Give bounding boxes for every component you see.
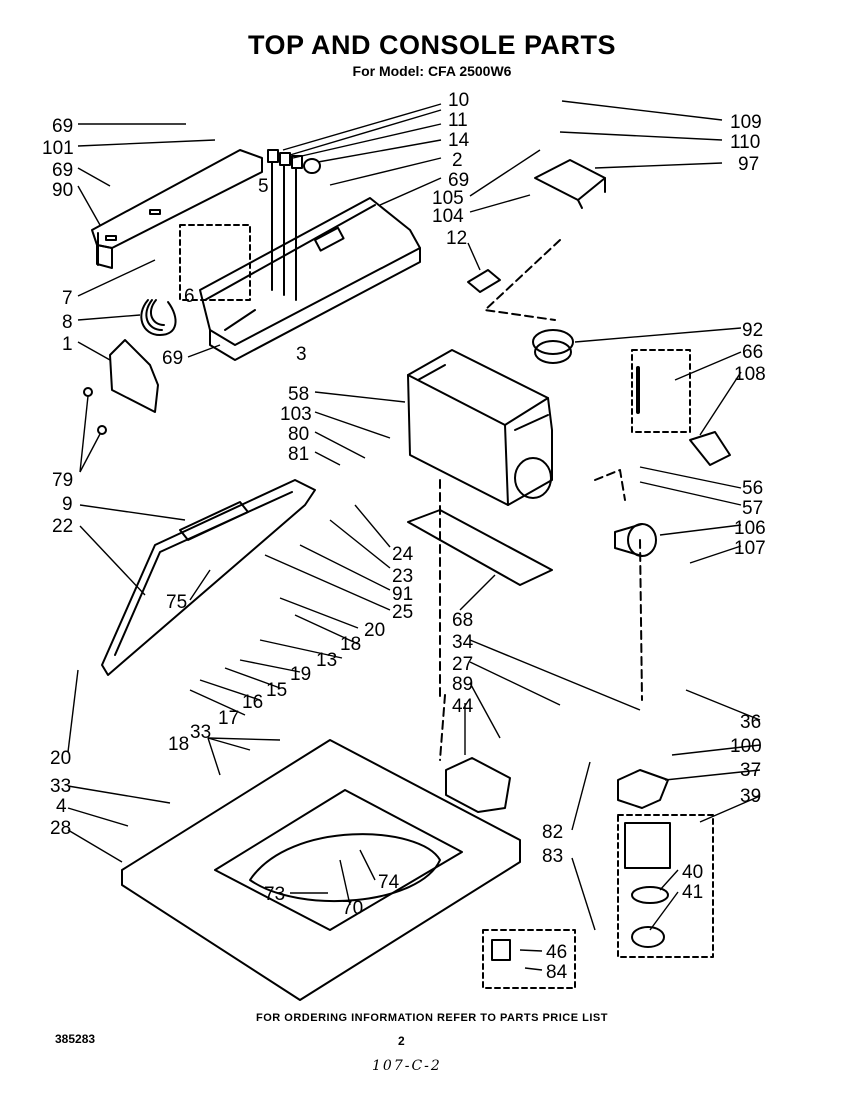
callout-28: 28	[50, 818, 71, 839]
callout-84: 84	[546, 962, 568, 983]
callout-3: 3	[296, 344, 307, 365]
callout-2: 2	[452, 150, 463, 171]
callout-23: 23	[392, 566, 413, 587]
callout-19: 19	[290, 664, 311, 685]
callout-7: 7	[62, 288, 73, 309]
callout-15: 15	[266, 680, 287, 701]
model-subtitle: For Model: CFA 2500W6	[352, 63, 512, 79]
callout-70: 70	[342, 898, 363, 919]
callout-33: 33	[190, 722, 211, 743]
callout-90: 90	[52, 180, 73, 201]
callout-69: 69	[52, 116, 73, 137]
switch-cluster	[267, 149, 321, 301]
callout-80: 80	[288, 424, 309, 445]
callout-108: 108	[734, 364, 766, 385]
callout-10: 10	[448, 90, 469, 111]
callout-73: 73	[264, 884, 285, 905]
ordering-info-note: FOR ORDERING INFORMATION REFER TO PARTS …	[256, 1012, 608, 1024]
callout-69: 69	[52, 160, 73, 181]
callout-97: 97	[738, 154, 759, 175]
callout-22: 22	[52, 516, 73, 537]
callout-69: 69	[448, 170, 469, 191]
callout-18: 18	[168, 734, 189, 755]
callout-66: 66	[742, 342, 763, 363]
callout-16: 16	[242, 692, 263, 713]
callout-46: 46	[546, 942, 567, 963]
callout-110: 110	[730, 132, 760, 153]
page-number: 2	[398, 1034, 405, 1048]
callout-44: 44	[452, 696, 474, 717]
callout-9: 9	[62, 494, 73, 515]
callout-69: 69	[162, 348, 183, 369]
callout-labels: 10 11 14 2 69 69 101 69 90 5 7 6 8 1 69 …	[42, 90, 766, 983]
callout-105: 105	[432, 188, 464, 209]
callout-41: 41	[682, 882, 703, 903]
callout-14: 14	[448, 130, 470, 151]
callout-39: 39	[740, 786, 761, 807]
callout-109: 109	[730, 112, 762, 133]
document-number: 385283	[55, 1032, 96, 1046]
callout-92: 92	[742, 320, 763, 341]
callout-82: 82	[542, 822, 563, 843]
end-cap	[109, 339, 159, 413]
console-box	[407, 349, 553, 506]
page-title: TOP AND CONSOLE PARTS	[247, 30, 617, 60]
callout-91: 91	[392, 584, 413, 605]
callout-101: 101	[42, 138, 74, 159]
timer-bracket	[179, 224, 251, 301]
callout-89: 89	[452, 674, 473, 695]
callout-58: 58	[288, 384, 309, 405]
callout-81: 81	[288, 444, 309, 465]
callout-33: 33	[50, 776, 71, 797]
callout-68: 68	[452, 610, 473, 631]
callout-20: 20	[364, 620, 385, 641]
callout-18: 18	[340, 634, 361, 655]
callout-11: 11	[448, 110, 468, 131]
callout-20: 20	[50, 748, 71, 769]
callout-56: 56	[742, 478, 763, 499]
wire-harness	[140, 299, 177, 336]
console-body	[199, 197, 421, 361]
callout-8: 8	[62, 312, 73, 333]
callout-106: 106	[734, 518, 766, 539]
callout-57: 57	[742, 498, 763, 519]
callout-13: 13	[316, 650, 337, 671]
callout-1: 1	[62, 334, 73, 355]
callout-4: 4	[56, 796, 67, 817]
callout-75: 75	[166, 592, 187, 613]
callout-25: 25	[392, 602, 413, 623]
callout-27: 27	[452, 654, 473, 675]
mounting-bracket	[534, 159, 606, 209]
console-back-panel	[91, 149, 263, 269]
callout-17: 17	[218, 708, 239, 729]
callout-36: 36	[740, 712, 761, 733]
callout-107: 107	[734, 538, 766, 559]
inlet-ring	[532, 329, 574, 364]
callout-40: 40	[682, 862, 703, 883]
callout-12: 12	[446, 228, 467, 249]
washer-lid	[101, 479, 316, 676]
handwritten-note: 107-C-2	[372, 1058, 442, 1074]
callout-6: 6	[184, 286, 195, 307]
callout-74: 74	[378, 872, 400, 893]
top-panel	[121, 739, 521, 1001]
callout-79: 79	[52, 470, 73, 491]
callout-103: 103	[280, 404, 312, 425]
callout-24: 24	[392, 544, 414, 565]
callout-100: 100	[730, 736, 762, 757]
callout-83: 83	[542, 846, 563, 867]
callout-5: 5	[258, 176, 269, 197]
callout-104: 104	[432, 206, 464, 227]
callout-34: 34	[452, 632, 474, 653]
callout-37: 37	[740, 760, 761, 781]
